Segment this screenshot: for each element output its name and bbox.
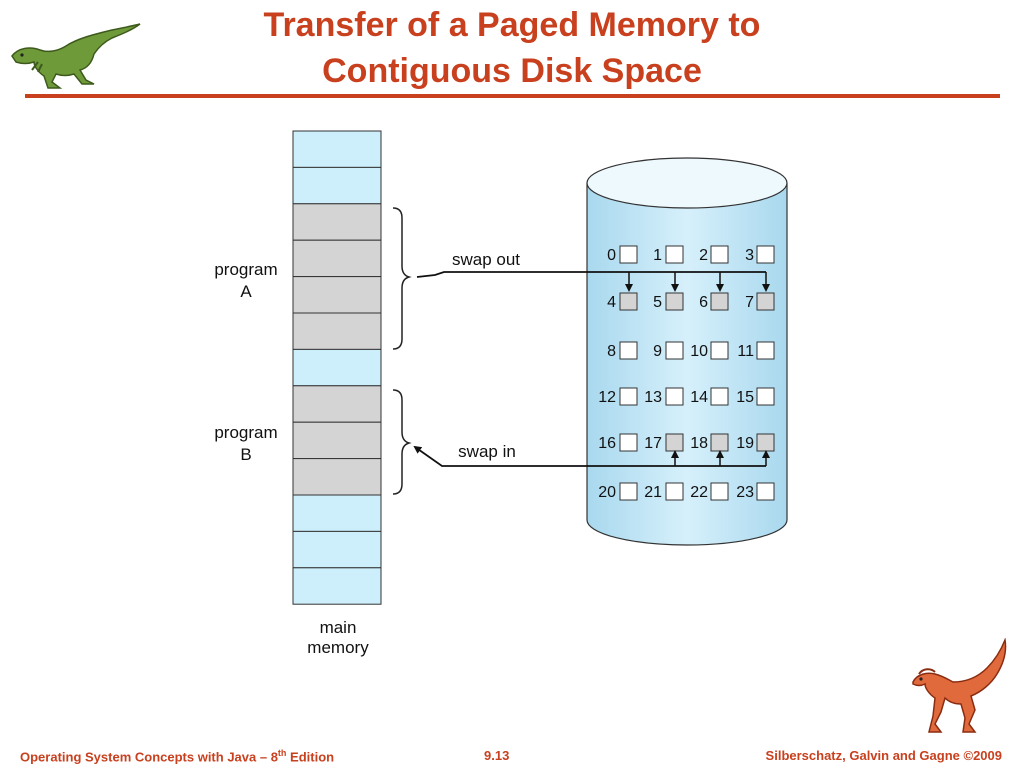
disk-block-used (665, 433, 684, 452)
disk-block-free (710, 245, 729, 264)
disk-block-number: 5 (653, 294, 662, 311)
disk-block-free (619, 433, 638, 452)
memory-frame-program-b (292, 385, 382, 423)
disk-block-free (756, 482, 775, 501)
disk-block-number: 20 (598, 484, 616, 501)
title-line-1: Transfer of a Paged Memory to (263, 6, 761, 44)
disk-block-used (710, 433, 729, 452)
disk-block-number: 13 (644, 389, 662, 406)
footer-edition-text: Edition (286, 749, 335, 765)
footer-superscript: th (277, 748, 287, 758)
disk-block-number: 3 (745, 247, 754, 264)
footer-book-title-text: Operating System Concepts with Java – 8 (20, 749, 278, 765)
main-memory-label-line-1: main (320, 618, 357, 637)
swap-in-label: swap in (458, 442, 516, 461)
swap-out-label: swap out (452, 250, 520, 269)
disk-block-free (710, 387, 729, 406)
memory-frame-program-a (292, 276, 382, 314)
disk-block-number: 10 (690, 343, 708, 360)
disk-cylinder (586, 157, 788, 546)
swap-out-arrows (625, 272, 770, 292)
memory-frame-program-a (292, 203, 382, 241)
main-memory-label-line-2: memory (307, 638, 369, 657)
disk-block-free (665, 387, 684, 406)
disk-block-free (710, 341, 729, 360)
program-b-label-line-1: program (214, 423, 277, 442)
disk-block-free (619, 245, 638, 264)
red-dinosaur-icon (912, 638, 1007, 733)
disk-block-number: 4 (607, 294, 616, 311)
disk-block-number: 22 (690, 484, 708, 501)
memory-frame-program-a (292, 239, 382, 278)
disk-block-number: 2 (699, 247, 708, 264)
disk-block-free (665, 245, 684, 264)
slide-title: Transfer of a Paged Memory to Contiguous… (0, 2, 1024, 94)
disk-block-number: 1 (653, 247, 662, 264)
disk-block-free (665, 482, 684, 501)
title-divider (25, 94, 1000, 98)
disk-block-number: 16 (598, 435, 616, 452)
disk-block-used (619, 292, 638, 311)
main-memory (292, 130, 382, 605)
disk-block-used (756, 292, 775, 311)
memory-frame-free (292, 494, 382, 532)
disk-block-free (619, 341, 638, 360)
disk-block-number: 19 (736, 435, 754, 452)
disk-block-number: 6 (699, 294, 708, 311)
memory-frame-free (292, 130, 382, 168)
footer-book-title: Operating System Concepts with Java – 8t… (20, 748, 334, 764)
memory-frame-free (292, 166, 382, 205)
disk-block-number: 18 (690, 435, 708, 452)
disk-block-used (665, 292, 684, 311)
disk-block-number: 12 (598, 389, 616, 406)
disk-block-number: 8 (607, 343, 616, 360)
swap-out-line (416, 271, 766, 278)
disk-block-number: 0 (607, 247, 616, 264)
disk-block-number: 23 (736, 484, 754, 501)
slide-number: 9.13 (484, 748, 510, 763)
swap-in-line (413, 445, 766, 467)
program-a-label-line-2: A (240, 282, 252, 301)
program-a-label-line-1: program (214, 260, 277, 279)
disk-block-number: 21 (644, 484, 662, 501)
disk-block-free (619, 482, 638, 501)
disk-block-number: 15 (736, 389, 754, 406)
disk-block-free (665, 341, 684, 360)
disk-block-number: 11 (737, 343, 754, 360)
disk-block-free (756, 387, 775, 406)
disk-block-free (756, 245, 775, 264)
title-line-2: Contiguous Disk Space (322, 52, 702, 90)
footer-copyright: Silberschatz, Galvin and Gagne ©2009 (765, 748, 1002, 763)
memory-frame-program-b (292, 421, 382, 460)
disk-block-used (756, 433, 775, 452)
memory-frame-free (292, 567, 382, 605)
disk-block-number: 17 (644, 435, 662, 452)
disk-block-number: 7 (745, 294, 754, 311)
memory-frame-free (292, 348, 382, 387)
disk-block-free (710, 482, 729, 501)
disk-block-free (756, 341, 775, 360)
disk-block-number: 14 (690, 389, 708, 406)
disk-block-number: 9 (653, 343, 662, 360)
memory-frame-program-b (292, 458, 382, 496)
memory-frame-free (292, 530, 382, 569)
program-b-label-line-2: B (240, 445, 251, 464)
program-a-brace (392, 207, 412, 350)
green-dinosaur-icon (11, 23, 141, 89)
swap-in-arrows (671, 450, 770, 466)
disk-block-used (710, 292, 729, 311)
disk-block-free (619, 387, 638, 406)
memory-frame-program-a (292, 312, 382, 350)
program-b-brace (392, 389, 412, 495)
